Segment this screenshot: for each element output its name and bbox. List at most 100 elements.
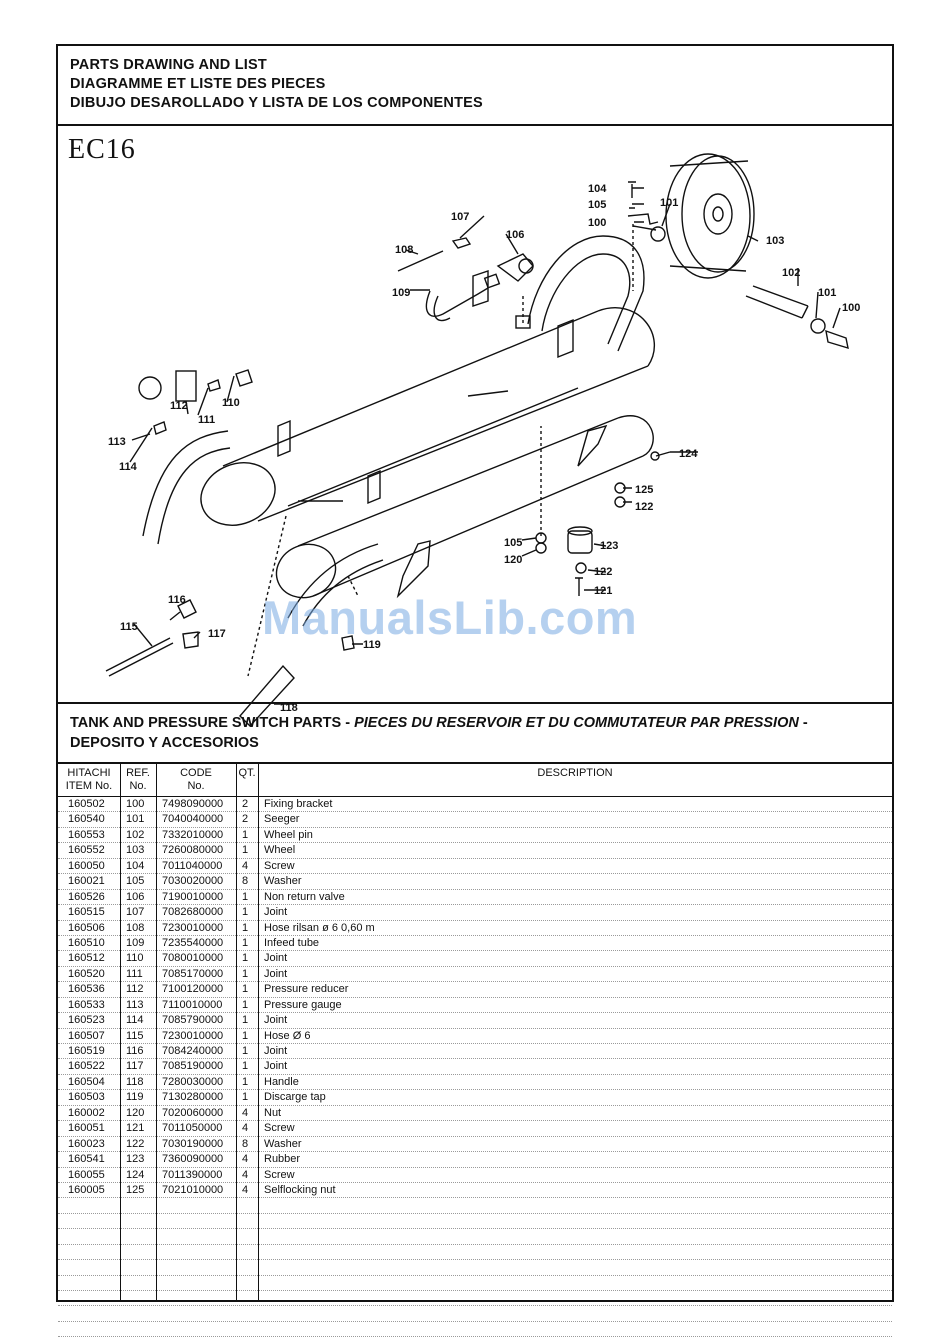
callout-118: 118: [280, 702, 298, 714]
callout-106: 106: [506, 229, 524, 241]
parts-table: HITACHI ITEM No. REF. No. CODE No. QT. D…: [58, 764, 892, 1338]
col-code: CODE No.: [156, 767, 236, 793]
description: Wheel: [264, 844, 296, 857]
callout-101: 101: [660, 197, 678, 209]
col-code-label: CODE: [180, 767, 212, 779]
item-number: 160522: [68, 1060, 105, 1073]
quantity: 1: [242, 921, 249, 934]
quantity: 1: [242, 1029, 249, 1042]
table-row: [58, 1198, 892, 1214]
description: Hose rilsan ø 6 0,60 m: [264, 921, 375, 934]
item-number: 160512: [68, 952, 105, 965]
quantity: 1: [242, 1091, 249, 1104]
table-row: [58, 1291, 892, 1307]
item-number: 160520: [68, 967, 105, 980]
description: Joint: [264, 967, 288, 980]
ref-number: 109: [126, 936, 145, 949]
description: Joint: [264, 1060, 288, 1073]
item-number: 160515: [68, 906, 105, 919]
section-title-en: TANK AND PRESSURE SWITCH PARTS -: [70, 715, 355, 731]
callout-103: 103: [766, 235, 784, 247]
quantity: 4: [242, 1183, 249, 1196]
callout-119: 119: [363, 639, 381, 651]
ref-number: 111: [126, 967, 143, 980]
ref-number: 118: [126, 1075, 144, 1088]
section-title-dash: -: [798, 715, 808, 731]
quantity: 1: [242, 1075, 249, 1088]
code-number: 7235540000: [162, 936, 224, 949]
header-title-en: PARTS DRAWING AND LIST: [70, 57, 267, 73]
code-number: 7100120000: [162, 983, 224, 996]
code-number: 7230010000: [162, 1029, 224, 1042]
item-number: 160005: [68, 1183, 105, 1196]
col-item-label: ITEM No.: [65, 780, 113, 792]
table-row: [58, 1276, 892, 1291]
quantity: 2: [242, 813, 249, 826]
item-number: 160519: [68, 1045, 105, 1057]
ref-number: 101: [126, 813, 145, 826]
ref-number: 112: [126, 983, 144, 996]
col-divider: [156, 764, 157, 1300]
ref-number: 104: [126, 859, 145, 872]
code-number: 7190010000: [162, 890, 224, 903]
code-number: 7020060000: [162, 1106, 224, 1119]
callout-122: 122: [635, 501, 653, 513]
item-number: 160023: [68, 1137, 105, 1150]
col-ref-no-label: No.: [129, 780, 147, 792]
description: Infeed tube: [264, 936, 320, 949]
drawing-callouts: 104 105 100 101 103 107 106 108 109 102 …: [108, 183, 860, 714]
description: Pressure reducer: [264, 983, 349, 996]
code-number: 7030190000: [162, 1137, 224, 1150]
callout-121: 121: [594, 585, 612, 597]
code-number: 7085190000: [162, 1060, 224, 1073]
table-row: [58, 1260, 892, 1276]
header-title-fr: DIAGRAMME ET LISTE DES PIECES: [70, 76, 326, 92]
item-number: 160502: [68, 798, 105, 810]
callout-123: 123: [600, 540, 618, 552]
ref-number: 119: [126, 1091, 144, 1104]
callout-124: 124: [679, 448, 698, 460]
code-number: 7011050000: [162, 1122, 223, 1135]
item-number: 160507: [68, 1029, 105, 1042]
quantity: 4: [242, 1153, 249, 1166]
quantity: 1: [242, 1045, 249, 1057]
code-number: 7011390000: [162, 1168, 223, 1181]
section-title-fr: PIECES DU RESERVOIR ET DU COMMUTATEUR PA…: [354, 715, 799, 731]
code-number: 7085790000: [162, 1014, 224, 1027]
col-divider: [120, 764, 121, 1300]
callout-116: 116: [168, 594, 186, 606]
quantity: 1: [242, 936, 249, 949]
callout-112: 112: [170, 400, 188, 412]
code-number: 7130280000: [162, 1091, 224, 1104]
description: Joint: [264, 1014, 288, 1027]
table-row: [58, 1229, 892, 1245]
callout-113: 113: [108, 436, 126, 448]
item-number: 160504: [68, 1075, 105, 1088]
table-row: [58, 1245, 892, 1261]
callout-105b: 105: [504, 537, 522, 549]
ref-number: 105: [126, 875, 145, 888]
header-title-es: DIBUJO DESAROLLADO Y LISTA DE LOS COMPON…: [70, 95, 483, 111]
ref-number: 106: [126, 890, 145, 903]
ref-number: 121: [126, 1122, 145, 1135]
code-number: 7030020000: [162, 875, 224, 888]
col-divider: [236, 764, 237, 1300]
quantity: 4: [242, 859, 249, 872]
ref-number: 122: [126, 1137, 145, 1150]
item-number: 160051: [68, 1122, 105, 1135]
